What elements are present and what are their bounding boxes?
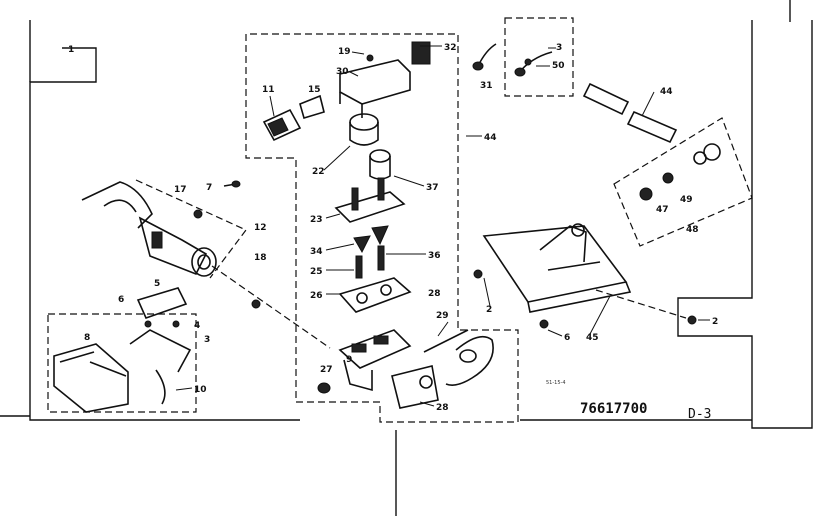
callout-leaders — [175, 45, 710, 407]
callout-3-left: 3 — [204, 335, 210, 345]
group-boxes — [47, 17, 753, 423]
right-assembly — [473, 82, 721, 329]
callout-7-top: 7 — [206, 183, 212, 193]
callout-44-center: 44 — [484, 133, 497, 143]
callout-45: 45 — [586, 333, 599, 343]
callout-29: 29 — [436, 311, 449, 321]
callout-2-center: 2 — [486, 305, 492, 315]
callout-27: 27 — [320, 365, 333, 375]
callout-34: 34 — [310, 247, 323, 257]
callout-37: 37 — [426, 183, 439, 193]
callout-48: 48 — [686, 225, 699, 235]
left-assembly — [81, 180, 261, 309]
callout-17: 17 — [174, 185, 187, 195]
callout-5: 5 — [154, 279, 160, 289]
callout-9: 9 — [346, 355, 352, 365]
callout-30: 30 — [336, 67, 349, 77]
callout-12: 12 — [254, 223, 267, 233]
top-small-parts — [472, 43, 553, 77]
callout-15: 15 — [308, 85, 321, 95]
callout-3-top: 3 — [556, 43, 562, 53]
callout-8: 8 — [84, 333, 90, 343]
callout-6-left: 6 — [118, 295, 124, 305]
callout-47: 47 — [656, 205, 669, 215]
callout-18: 18 — [254, 253, 267, 263]
callout-28-center: 28 — [428, 289, 441, 299]
callout-31: 31 — [480, 81, 493, 91]
callout-23: 23 — [310, 215, 323, 225]
callout-44-right: 44 — [660, 87, 673, 97]
callout-32: 32 — [444, 43, 457, 53]
callout-36: 36 — [428, 251, 441, 261]
callout-28-bottom: 28 — [436, 403, 449, 413]
callout-labels: 1 19 32 11 15 30 31 3 50 44 22 37 44 17 … — [68, 43, 718, 413]
lower-left-parts — [53, 287, 192, 413]
callout-25: 25 — [310, 267, 323, 277]
callout-22: 22 — [312, 167, 325, 177]
callout-10: 10 — [194, 385, 207, 395]
callout-50: 50 — [552, 61, 565, 71]
leader-lines — [211, 265, 687, 349]
callout-4: 4 — [194, 321, 200, 331]
callout-6-right: 6 — [564, 333, 570, 343]
page-reference: D-3 — [688, 407, 711, 422]
drawing-number: 76617700 — [580, 401, 647, 417]
callout-26: 26 — [310, 291, 323, 301]
callout-19: 19 — [338, 47, 351, 57]
callout-1: 1 — [68, 45, 74, 55]
center-assembly — [262, 41, 494, 409]
callout-11: 11 — [262, 85, 275, 95]
callout-2-right: 2 — [712, 317, 718, 327]
small-mark: 51-15-4 — [546, 380, 566, 386]
callout-49: 49 — [680, 195, 693, 205]
